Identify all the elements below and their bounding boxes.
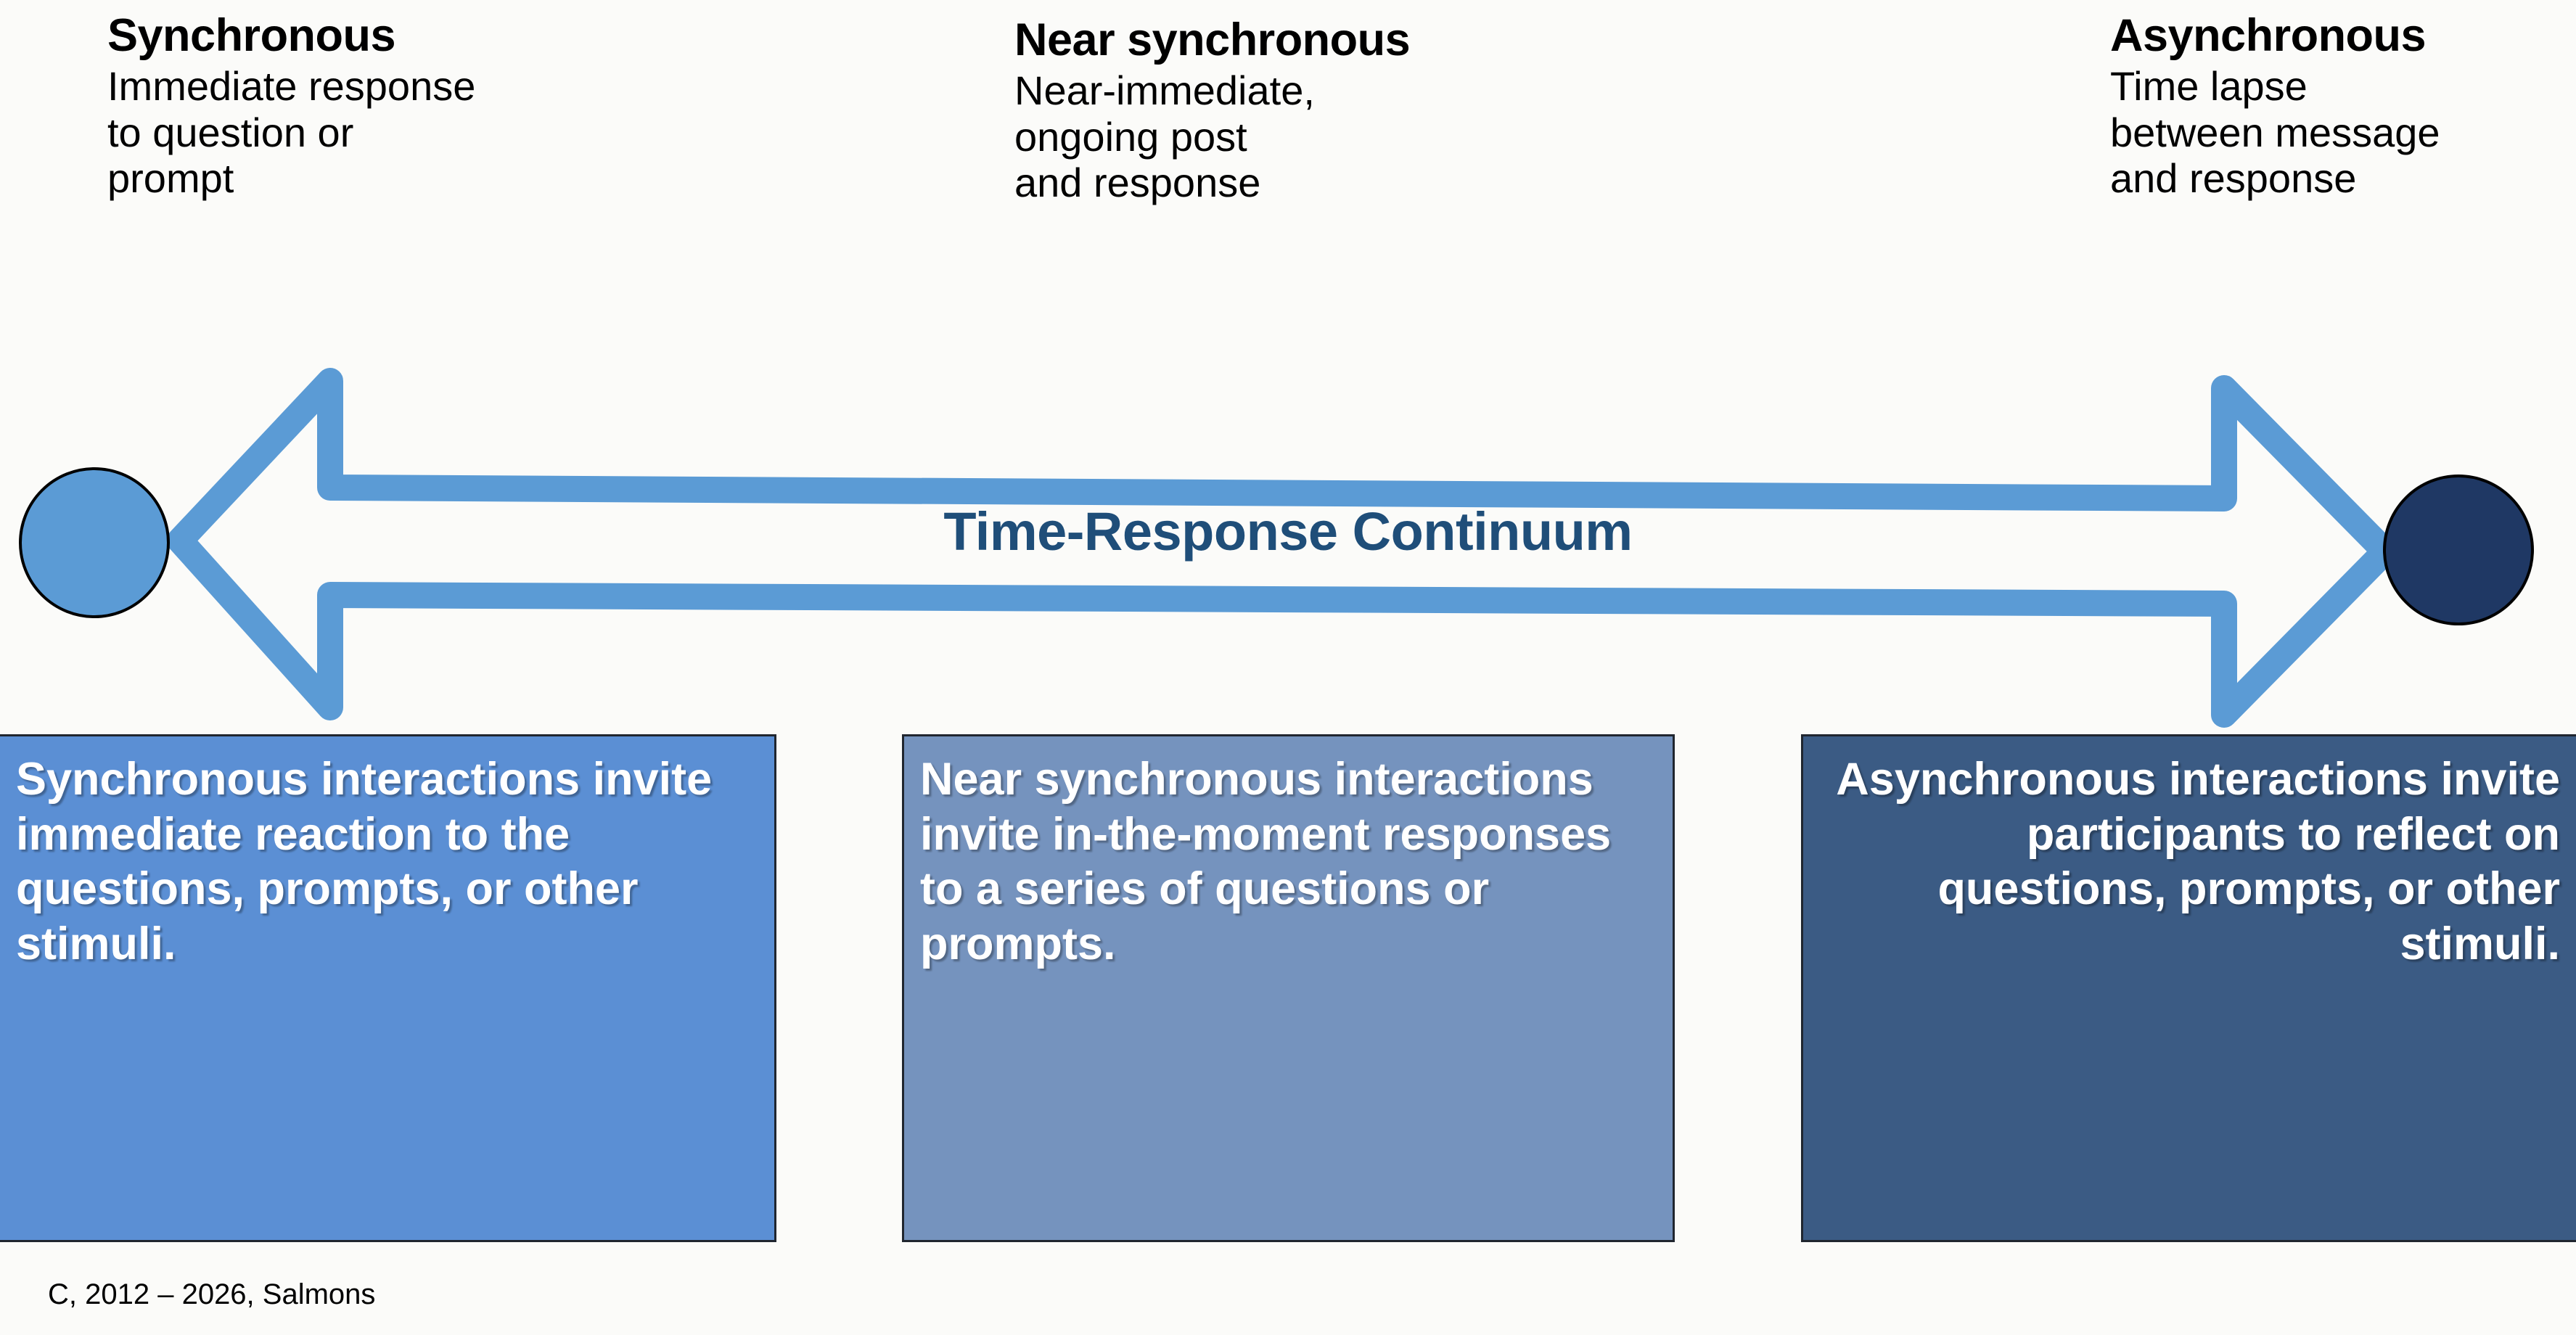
description-box-asynchronous: Asynchronous interactions invite partici… xyxy=(1801,734,2576,1242)
column-desc-line: and response xyxy=(2110,155,2357,202)
continuum-label: Time-Response Continuum xyxy=(943,501,1633,562)
column-desc-line: to question or xyxy=(107,109,354,155)
column-desc-line: prompt xyxy=(107,155,234,202)
description-box-near-synchronous: Near synchronous interactions invite in-… xyxy=(902,734,1675,1242)
asynchronous-endpoint-dot xyxy=(2383,475,2534,625)
column-desc-line: Time lapse xyxy=(2110,62,2308,109)
continuum-arrow-graphic xyxy=(19,368,2534,728)
column-desc-line: Near-immediate, xyxy=(1014,67,1315,113)
column-header-near-synchronous: Near synchronous Near-immediate, ongoing… xyxy=(1014,15,1411,206)
description-box-synchronous: Synchronous interactions invite immediat… xyxy=(0,734,776,1242)
column-title-near-synchronous: Near synchronous xyxy=(1014,15,1411,65)
column-desc-line: and response xyxy=(1014,160,1261,206)
column-desc-line: between message xyxy=(2110,109,2440,155)
column-title-asynchronous: Asynchronous xyxy=(2110,10,2427,61)
column-title-synchronous: Synchronous xyxy=(107,10,396,61)
column-header-synchronous: Synchronous Immediate response to questi… xyxy=(107,12,475,202)
column-header-asynchronous: Asynchronous Time lapse between message … xyxy=(2110,12,2440,202)
column-desc-line: ongoing post xyxy=(1014,113,1247,160)
copyright-notice: C, 2012 – 2026, Salmons xyxy=(48,1278,376,1310)
column-desc-line: Immediate response xyxy=(107,62,476,109)
synchronous-endpoint-dot xyxy=(19,467,170,618)
